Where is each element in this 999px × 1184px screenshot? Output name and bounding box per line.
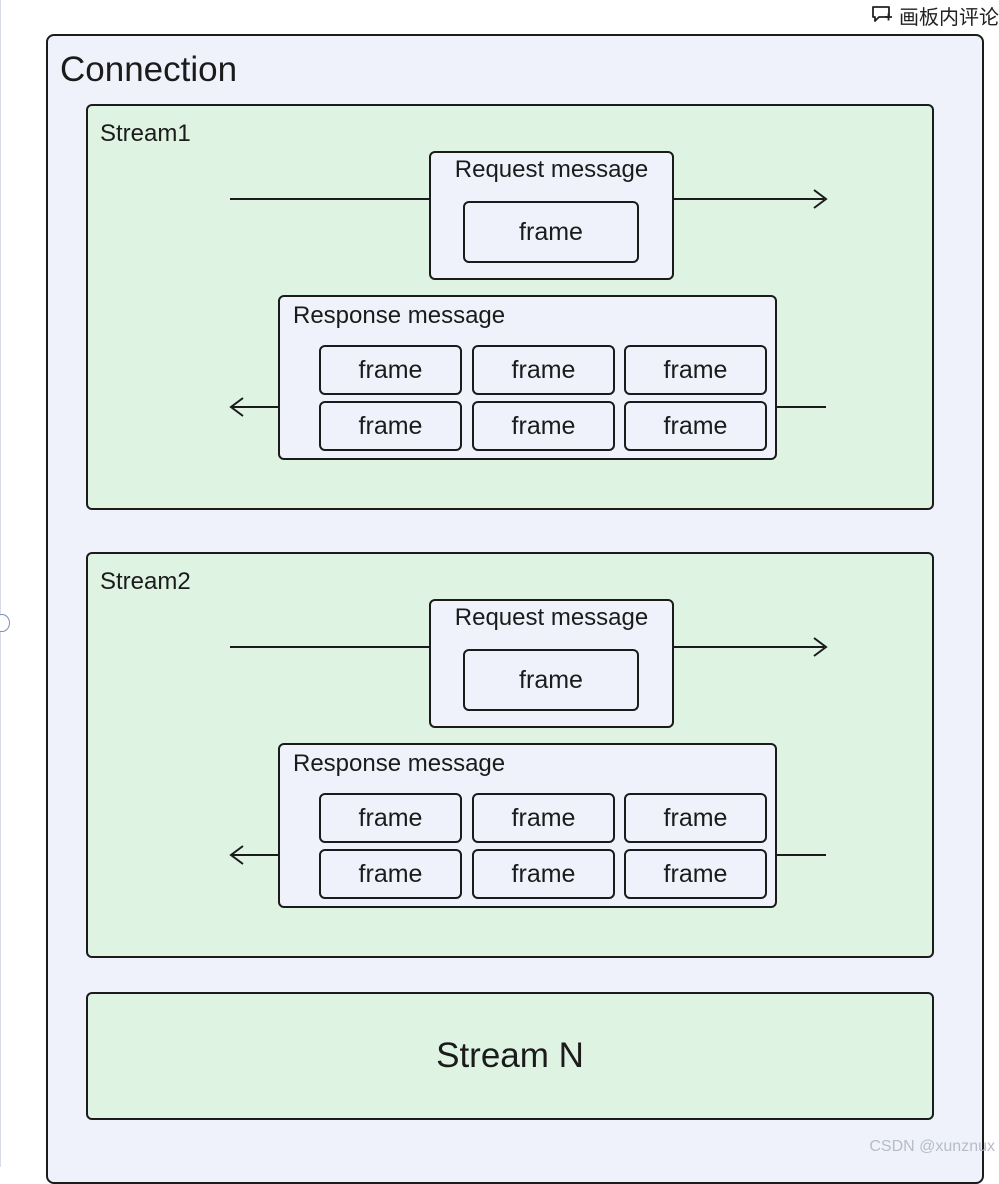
- board-comment-label: 画板内评论: [899, 6, 999, 29]
- stream-1-request-line-out: [674, 198, 824, 200]
- connection-label: Connection: [60, 50, 238, 89]
- comment-add-icon: [871, 5, 893, 25]
- stream-2-request-frame: frame: [463, 649, 639, 711]
- stream-1-response-frame: frame: [624, 401, 767, 451]
- stream-2-response-frame: frame: [624, 849, 767, 899]
- stream-2-request-line-out: [674, 646, 824, 648]
- stream-1-request-line-in: [230, 198, 430, 200]
- stream-2-response-frame: frame: [319, 849, 462, 899]
- stream-2-response-frame: frame: [472, 793, 615, 843]
- stream-1-response-arrowhead: [229, 397, 244, 417]
- stream-1-response-frame: frame: [319, 401, 462, 451]
- stream-2-response-frame: frame: [472, 849, 615, 899]
- stream-1-response-line-in: [776, 406, 826, 408]
- stream-2-response-message-label: Response message: [293, 750, 506, 777]
- stream-2-request-message-label: Request message: [454, 604, 649, 631]
- stream-1-label: Stream1: [100, 120, 191, 147]
- canvas-left-border: [0, 0, 1, 1167]
- stream-2-response-frame: frame: [624, 793, 767, 843]
- stream-1-response-line-out: [232, 406, 280, 408]
- stream-1-response-message-label: Response message: [293, 302, 506, 329]
- stream-1-request-message-label: Request message: [454, 156, 649, 183]
- stream-1-response-frame: frame: [472, 401, 615, 451]
- resize-handle[interactable]: [0, 614, 10, 632]
- stream-2-response-line-in: [776, 854, 826, 856]
- stream-2-response-frame: frame: [319, 793, 462, 843]
- stream-2-request-line-in: [230, 646, 430, 648]
- watermark: CSDN @xunznux: [869, 1138, 995, 1155]
- stream-n-label: Stream N: [436, 1036, 584, 1075]
- stream-1-response-frame: frame: [472, 345, 615, 395]
- stream-1-request-arrowhead: [813, 189, 828, 209]
- stream-2-response-line-out: [232, 854, 280, 856]
- stream-1-response-frame: frame: [319, 345, 462, 395]
- stream-n-box: [86, 992, 934, 1120]
- stream-2-label: Stream2: [100, 568, 191, 595]
- stream-2-request-arrowhead: [813, 637, 828, 657]
- board-comment-button[interactable]: 画板内评论: [871, 0, 999, 30]
- stream-2-response-arrowhead: [229, 845, 244, 865]
- stream-1-response-frame: frame: [624, 345, 767, 395]
- stream-1-request-frame: frame: [463, 201, 639, 263]
